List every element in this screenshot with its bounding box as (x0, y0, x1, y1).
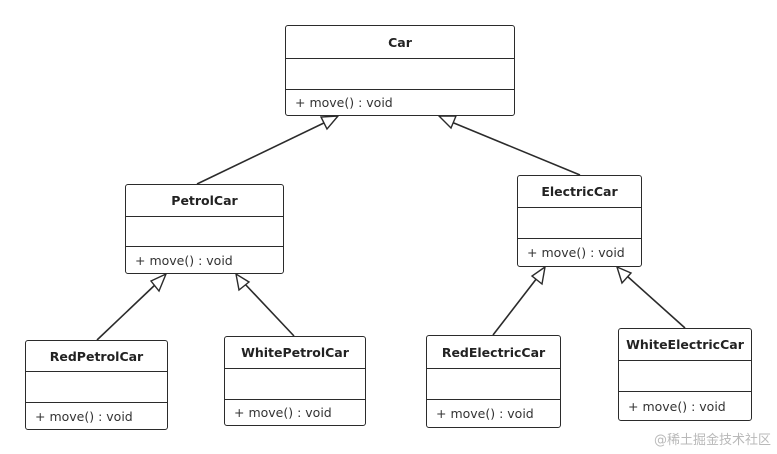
operation-move: + move() : void (35, 408, 133, 424)
attributes-compartment (26, 372, 167, 403)
operation-move: + move() : void (234, 405, 332, 420)
operation-move: + move() : void (436, 406, 534, 421)
class-electric-car[interactable]: ElectricCar + move() : void (517, 175, 642, 267)
attributes-compartment (427, 369, 560, 400)
watermark-text: @稀土掘金技术社区 (653, 433, 771, 448)
class-name: PetrolCar (126, 185, 283, 217)
edge-petrol-car-to-car (196, 115, 340, 185)
class-car[interactable]: Car + move() : void (285, 25, 515, 116)
class-name: WhiteElectricCar (619, 329, 751, 361)
edge-electric-car-to-car (437, 115, 581, 176)
class-name: ElectricCar (518, 176, 641, 208)
attributes-compartment (225, 369, 365, 400)
class-petrol-car[interactable]: PetrolCar + move() : void (125, 184, 284, 274)
edge-red-electric-car-to-electric-car (492, 265, 546, 336)
class-name: WhitePetrolCar (225, 337, 365, 369)
edge-red-petrol-car-to-petrol-car (96, 272, 168, 341)
operation-move: + move() : void (295, 95, 393, 110)
class-name: RedPetrolCar (26, 341, 167, 372)
edge-white-petrol-car-to-petrol-car (235, 272, 295, 337)
operation-move: + move() : void (527, 245, 625, 260)
attributes-compartment (619, 361, 751, 392)
operation-move: + move() : void (135, 252, 233, 268)
class-name: RedElectricCar (427, 336, 560, 369)
attributes-compartment (518, 208, 641, 239)
edge-white-electric-car-to-electric-car (615, 265, 686, 329)
class-red-petrol-car[interactable]: RedPetrolCar + move() : void (25, 340, 168, 430)
attributes-compartment (126, 217, 283, 247)
attributes-compartment (286, 59, 514, 90)
class-red-electric-car[interactable]: RedElectricCar + move() : void (426, 335, 561, 428)
class-name: Car (286, 26, 514, 59)
class-white-electric-car[interactable]: WhiteElectricCar + move() : void (618, 328, 752, 421)
class-white-petrol-car[interactable]: WhitePetrolCar + move() : void (224, 336, 366, 426)
operation-move: + move() : void (628, 398, 726, 414)
